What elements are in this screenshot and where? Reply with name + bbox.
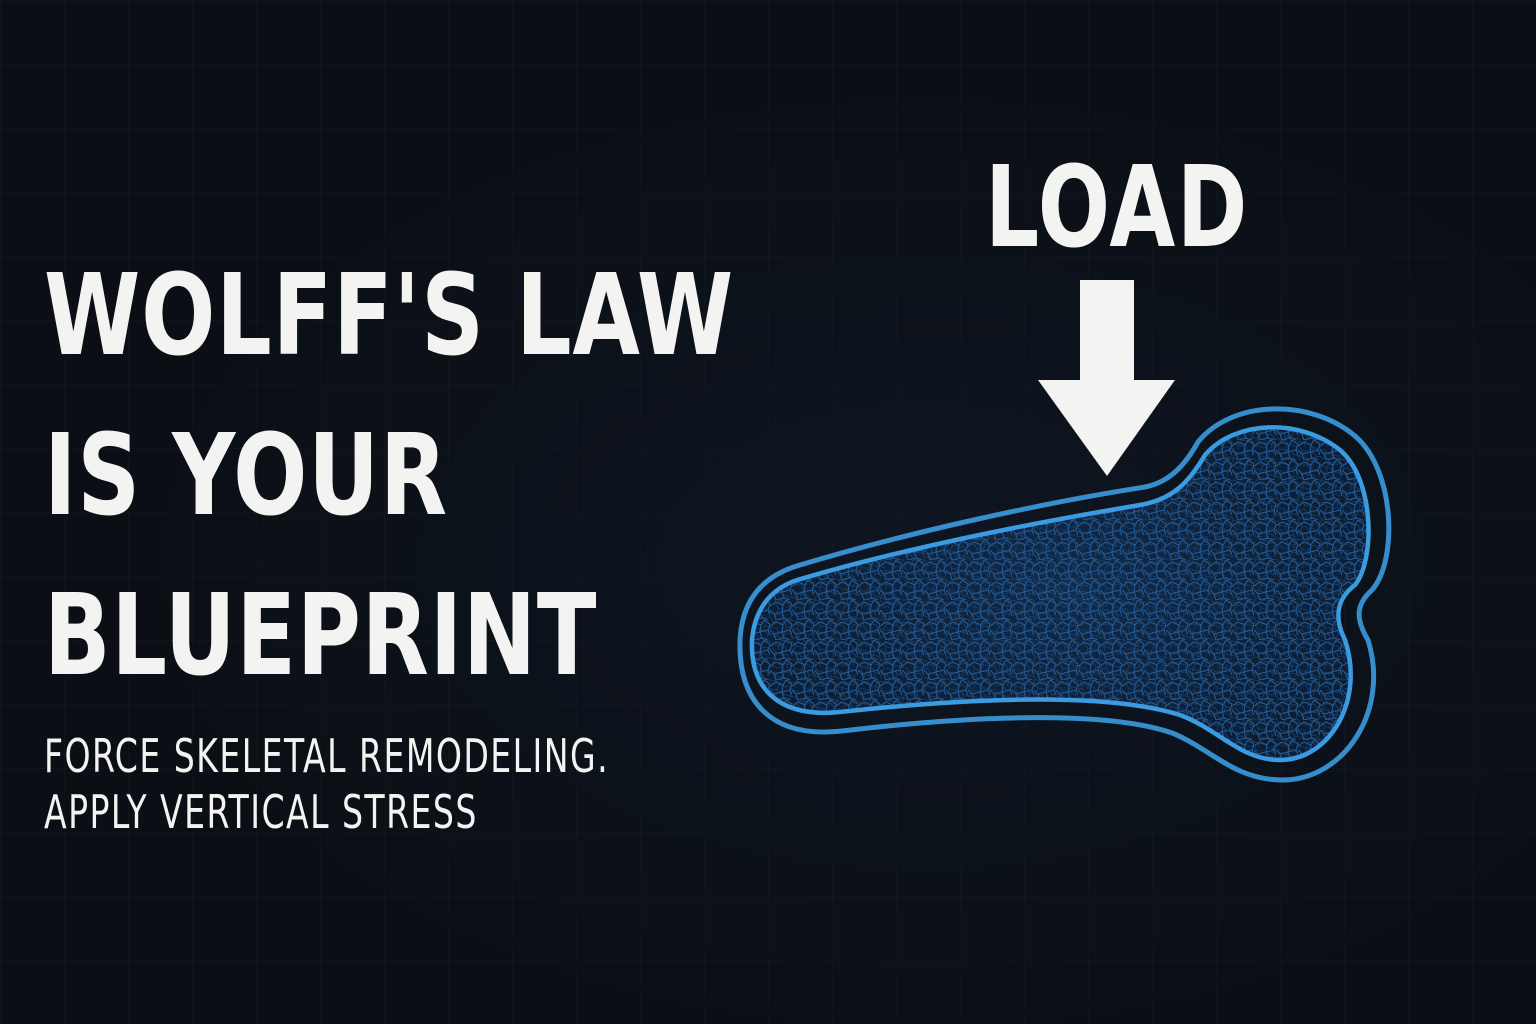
headline-line-2: IS YOUR bbox=[44, 411, 448, 541]
headline-line-3: BLUEPRINT bbox=[44, 571, 598, 701]
subheadline-line-1: FORCE SKELETAL REMODELING. bbox=[44, 729, 610, 783]
headline-line-1: WOLFF'S LAW bbox=[44, 251, 735, 381]
down-arrow-icon bbox=[1038, 280, 1175, 476]
subheadline: FORCE SKELETAL REMODELING. APPLY VERTICA… bbox=[44, 728, 609, 840]
subheadline-line-2: APPLY VERTICAL STRESS bbox=[44, 785, 478, 839]
load-label: LOAD bbox=[985, 143, 1249, 273]
bone-icon bbox=[737, 406, 1392, 783]
headline: WOLFF'S LAW IS YOUR BLUEPRINT bbox=[44, 236, 734, 716]
